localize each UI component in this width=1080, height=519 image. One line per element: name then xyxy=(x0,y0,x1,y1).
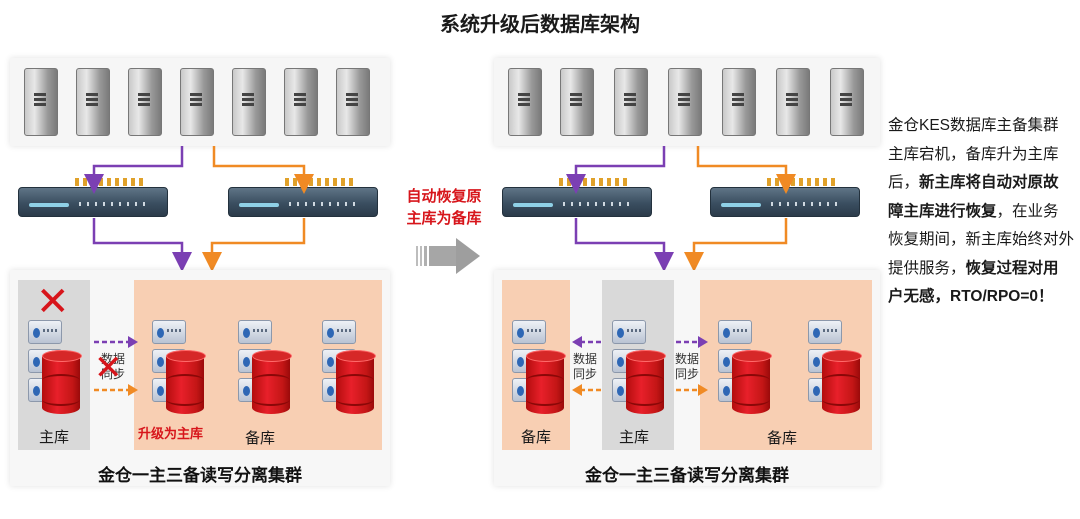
database-node-icon xyxy=(28,320,82,416)
database-node-icon xyxy=(718,320,772,416)
sync-label: 数据同步 xyxy=(100,352,125,381)
server-tower-icon xyxy=(722,68,756,136)
server-tower-icon xyxy=(232,68,266,136)
description-part-bold: 新主库将自动对原故障主库进行恢复 xyxy=(888,174,1059,220)
server-tower-icon xyxy=(776,68,810,136)
server-tower-icon xyxy=(830,68,864,136)
description-part-bold: 恢复过程对用户无感，RTO/RPO=0！ xyxy=(888,259,1059,306)
server-tower-icon xyxy=(128,68,162,136)
right-sync-arrows-left xyxy=(572,336,604,396)
right-server-panel xyxy=(494,58,880,146)
sync-label-right: 数据同步 xyxy=(674,352,699,381)
server-tower-icon xyxy=(508,68,542,136)
left-server-panel xyxy=(10,58,390,146)
right-standby-right-label: 备库 xyxy=(766,430,797,447)
left-connection-lines xyxy=(84,146,314,272)
server-tower-icon xyxy=(180,68,214,136)
middle-label: 自动恢复原主库为备库 xyxy=(406,188,482,227)
right-arrow-icon xyxy=(416,238,480,274)
left-standby-label: 备库 xyxy=(244,430,275,447)
database-node-icon xyxy=(612,320,666,416)
server-tower-icon xyxy=(560,68,594,136)
page-title: 系统升级后数据库架构 xyxy=(440,14,640,36)
left-sync-arrows xyxy=(94,336,138,396)
right-cluster-caption: 金仓一主三备读写分离集群 xyxy=(585,466,789,485)
x-mark-icon: ✕ xyxy=(36,280,70,324)
server-tower-icon xyxy=(336,68,370,136)
left-primary-label: 主库 xyxy=(38,429,69,446)
left-cluster-caption: 金仓一主三备读写分离集群 xyxy=(98,466,302,485)
database-node-icon xyxy=(152,320,206,416)
description-text: 金仓KES数据库主备集群主库宕机，备库升为主库后，新主库将自动对原故障主库进行恢… xyxy=(888,112,1074,312)
server-tower-icon xyxy=(76,68,110,136)
network-switch-icon xyxy=(18,178,168,217)
network-switch-icon xyxy=(710,178,860,217)
server-tower-icon xyxy=(668,68,702,136)
database-node-icon xyxy=(322,320,376,416)
database-node-icon xyxy=(238,320,292,416)
description-part: 金仓KES数据库主备集群主库宕机，备库升为主库后， xyxy=(888,117,1059,191)
sync-label-left: 数据同步 xyxy=(572,352,597,381)
promote-label: 升级为主库 xyxy=(138,426,204,441)
right-standby-left-label: 备库 xyxy=(520,429,551,446)
right-connection-lines xyxy=(566,146,796,272)
x-mark-icon: ✕ xyxy=(94,349,123,387)
database-node-icon xyxy=(808,320,862,416)
network-switch-icon xyxy=(502,178,652,217)
server-tower-icon xyxy=(614,68,648,136)
database-node-icon xyxy=(512,320,566,416)
server-tower-icon xyxy=(24,68,58,136)
server-tower-icon xyxy=(284,68,318,136)
description-part: ，在业务恢复期间，新主库始终对外提供服务， xyxy=(888,202,1075,277)
right-sync-arrows-right xyxy=(676,336,708,396)
right-primary-label: 主库 xyxy=(618,429,649,446)
